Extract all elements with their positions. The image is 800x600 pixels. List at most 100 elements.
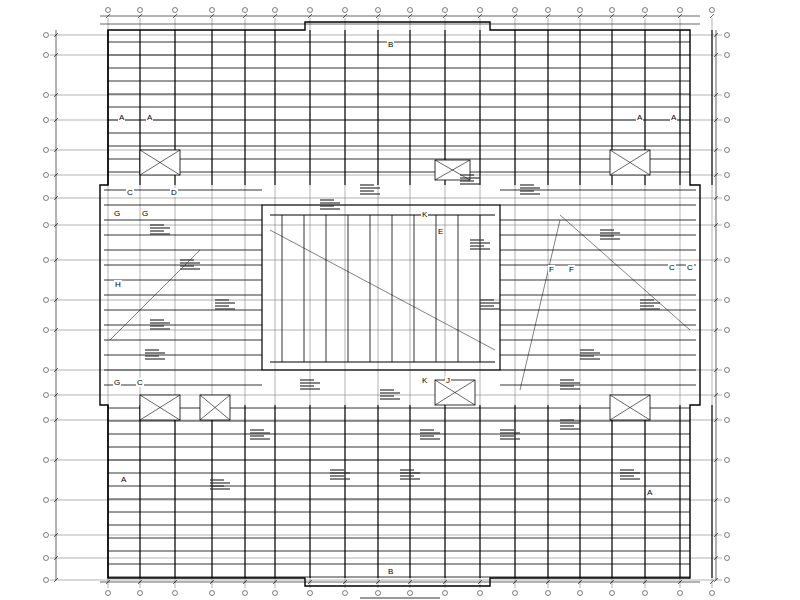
axis-line	[212, 18, 213, 588]
axis-line	[50, 460, 722, 461]
frame-beam	[244, 405, 245, 578]
rebar-annotation	[560, 379, 574, 380]
axis-bubble	[678, 591, 683, 596]
rebar-annotation	[560, 382, 580, 383]
axis-line	[108, 18, 109, 588]
frame-beam	[711, 405, 712, 578]
floor-opening	[140, 395, 180, 420]
dimension-tick	[714, 328, 718, 332]
dimension-tick	[714, 93, 718, 97]
axis-bubble	[513, 591, 518, 596]
rebar-annotation	[640, 308, 660, 309]
secondary-beam	[500, 280, 696, 281]
rebar-annotation	[145, 355, 159, 356]
roof-rib	[348, 215, 349, 362]
rebar-annotation	[420, 429, 434, 430]
axis-bubble	[44, 118, 49, 123]
axis-bubble	[643, 591, 648, 596]
dimension-tick	[54, 418, 58, 422]
frame-beam	[274, 30, 275, 185]
rebar-annotation	[420, 435, 434, 436]
section-mark: C	[686, 263, 694, 272]
axis-bubble	[173, 591, 178, 596]
brace-line	[560, 215, 690, 330]
secondary-beam	[108, 55, 690, 56]
rebar-annotation	[360, 187, 380, 188]
dimension-tick	[714, 368, 718, 372]
floor-opening	[435, 380, 475, 405]
axis-line	[410, 18, 411, 588]
frame-beam	[211, 405, 212, 578]
frame-beam	[514, 405, 515, 578]
brace-line	[270, 230, 495, 350]
rebar-annotation	[360, 193, 380, 194]
dimension-tick	[513, 14, 517, 18]
frame-beam	[309, 30, 310, 185]
axis-bubble	[678, 8, 683, 13]
secondary-beam	[108, 81, 690, 82]
secondary-beam	[108, 68, 690, 69]
dimension-tick	[54, 328, 58, 332]
axis-line	[50, 260, 722, 261]
axis-line	[50, 330, 722, 331]
dimension-tick	[273, 580, 277, 584]
dimension-tick	[54, 368, 58, 372]
dimension-tick	[243, 14, 247, 18]
secondary-beam	[108, 120, 690, 121]
rebar-annotation	[560, 428, 580, 429]
rebar-annotation	[500, 429, 514, 430]
axis-line	[50, 95, 722, 96]
atrium-opening	[262, 205, 500, 370]
rebar-annotation	[330, 472, 350, 473]
rebar-annotation	[420, 438, 440, 439]
axis-line	[612, 18, 613, 588]
rebar-annotation	[150, 227, 170, 228]
floor-opening	[200, 395, 230, 420]
section-mark: A	[646, 488, 653, 497]
rebar-annotation	[150, 230, 164, 231]
rebar-annotation	[150, 322, 170, 323]
axis-line	[50, 35, 722, 36]
secondary-beam	[108, 94, 690, 95]
secondary-beam	[104, 355, 262, 356]
secondary-beam	[108, 525, 690, 526]
axis-bubble	[308, 591, 313, 596]
rebar-annotation	[620, 478, 640, 479]
axis-line	[275, 18, 276, 588]
axis-bubble	[710, 591, 715, 596]
rebar-annotation	[250, 432, 270, 433]
axis-bubble	[546, 8, 551, 13]
secondary-beam	[104, 370, 262, 371]
rebar-annotation	[480, 308, 500, 309]
opening-cross	[435, 380, 475, 405]
axis-bubble	[273, 8, 278, 13]
dimension-tick	[54, 148, 58, 152]
opening-cross	[435, 160, 470, 180]
axis-bubble	[44, 298, 49, 303]
axis-bubble	[210, 8, 215, 13]
axis-line	[50, 300, 722, 301]
rebar-annotation	[580, 352, 600, 353]
axis-line	[175, 18, 176, 588]
axis-bubble	[44, 556, 49, 561]
axis-line	[245, 18, 246, 588]
axis-line	[445, 18, 446, 588]
dimension-tick	[210, 14, 214, 18]
dimension-tick	[54, 196, 58, 200]
dimension-tick	[678, 580, 682, 584]
axis-bubble	[725, 298, 730, 303]
axis-line	[50, 500, 722, 501]
dimension-tick	[478, 14, 482, 18]
secondary-beam	[108, 473, 690, 474]
rebar-annotation	[620, 469, 634, 470]
dimension-tick	[173, 580, 177, 584]
axis-bubble	[578, 591, 583, 596]
dimension-tick	[714, 458, 718, 462]
dimension-tick	[714, 556, 718, 560]
axis-line	[50, 55, 722, 56]
frame-beam	[211, 30, 212, 185]
secondary-beam	[108, 538, 690, 539]
secondary-beam	[108, 172, 690, 173]
axis-bubble	[44, 498, 49, 503]
rebar-annotation	[380, 398, 400, 399]
